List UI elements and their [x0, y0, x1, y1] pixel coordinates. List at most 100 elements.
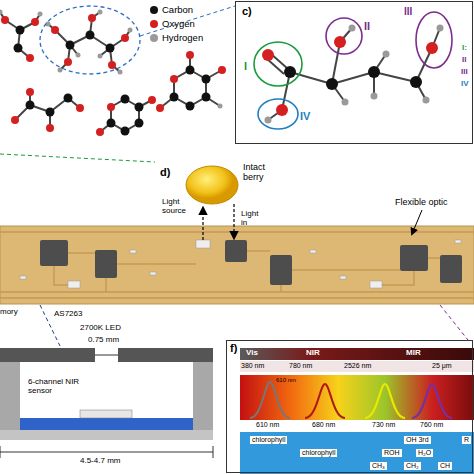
molecule-model: [96, 128, 104, 136]
band-label: NIR: [306, 349, 320, 358]
berry-shape: [185, 165, 239, 205]
light-arrow: [202, 208, 203, 240]
molecule-model: [108, 61, 116, 69]
group-circle: [254, 12, 452, 129]
molecule-model: [51, 26, 59, 34]
peak-label: 760 nm: [420, 421, 443, 429]
assignment-label: OH 3rd: [404, 436, 431, 444]
molecule-model: [202, 93, 211, 102]
assignment-label: CH: [438, 462, 452, 470]
group-numeral: II: [364, 20, 370, 32]
legend-text: Oxygen: [162, 18, 195, 30]
part-label: Light in: [241, 210, 265, 228]
spectrum-chart: [240, 348, 474, 360]
molecule-model: [46, 108, 55, 117]
cross-section: [0, 362, 20, 432]
molecule-model: [170, 93, 179, 102]
pcb-strip: [0, 226, 474, 304]
wavelength-label: 380 nm: [241, 362, 264, 370]
zoom-line: [0, 154, 155, 162]
molecule-model: [332, 72, 374, 84]
assignment-label: H₂O: [416, 449, 433, 457]
cross-section: [0, 348, 213, 458]
group-numeral: III: [404, 6, 412, 17]
assignment-label: chlorophyll: [300, 449, 337, 457]
molecule-model: [38, 12, 43, 17]
molecule-model: [16, 26, 25, 35]
molecule-model: [284, 66, 296, 78]
part-label: mory: [0, 308, 18, 317]
cross-section: [0, 452, 213, 453]
molecule-model: [218, 66, 226, 74]
group-circle: [258, 99, 298, 129]
molecule-model: [76, 53, 81, 58]
molecule-model: [186, 102, 195, 111]
group-numeral: IV: [300, 110, 310, 122]
molecule-model: [106, 44, 115, 53]
assignment-label: R: [462, 436, 471, 444]
pcb-strip: [0, 297, 474, 299]
legend-text: Hydrogen: [162, 32, 203, 44]
assignment-label: CH₃: [370, 462, 387, 470]
panel-box: f): [226, 340, 473, 473]
pcb-strip: [270, 255, 292, 285]
part-label: 6-channel NIR sensor: [28, 378, 88, 396]
group-key: III: [461, 68, 468, 77]
wavelength-label: 25 μm: [432, 362, 452, 370]
pcb-strip: [20, 276, 26, 279]
wavelength-label: 2526 nm: [344, 362, 371, 370]
molecule-model: [423, 97, 430, 104]
pcb-strip: [150, 272, 156, 275]
cross-section: [213, 446, 214, 458]
part-label: AS7263: [54, 310, 82, 319]
molecule-model: [0, 12, 222, 132]
group-key: II: [462, 56, 466, 65]
cross-section: [95, 355, 118, 356]
molecule-model: [58, 68, 63, 73]
molecule-model: [66, 41, 75, 50]
molecule-model: [186, 51, 194, 59]
pcb-strip: [0, 291, 474, 293]
molecule-model: [186, 66, 195, 75]
molecule-model: [148, 96, 156, 104]
pcb-strip: [0, 232, 474, 298]
cross-section: [20, 418, 193, 430]
group-circle: [416, 12, 452, 68]
berry-ellipse: Intact berry: [185, 165, 239, 205]
molecule-model: [76, 104, 84, 112]
molecule-model: [31, 18, 39, 26]
molecule-model: [135, 119, 144, 128]
peak-label: 610 nm: [256, 421, 279, 429]
molecule-model: [383, 51, 390, 58]
peak-label: 610 nm: [276, 377, 296, 384]
pcb-strip: [0, 231, 474, 233]
molecule-model: [107, 119, 116, 128]
molecule-model: [111, 99, 139, 131]
group-circle: [326, 18, 362, 54]
dimension-label: 0.75 mm: [88, 336, 119, 345]
molecule-model: [156, 104, 164, 112]
molecule-model: [118, 70, 123, 75]
spectrum-chart: [240, 361, 474, 372]
molecule-model: [371, 93, 378, 100]
pcb-strip: [225, 240, 247, 262]
cross-section: [80, 410, 132, 418]
molecule-model: [266, 28, 440, 120]
molecule-model: [11, 116, 19, 124]
group-key: IV: [461, 80, 469, 89]
molecule-model: [0, 10, 226, 137]
cross-section: [118, 348, 213, 362]
molecule-model: [326, 78, 338, 90]
molecule-model: [349, 25, 356, 32]
pcb-strip: [20, 240, 461, 288]
pcb-strip: [40, 240, 462, 285]
pcb-strip: [440, 255, 462, 283]
assignment-label: chlorophyll: [250, 436, 287, 444]
spectrum-chart: [240, 348, 474, 474]
assignment-label: CH₂: [404, 462, 421, 470]
molecule-model: [332, 42, 340, 84]
molecule-model: [26, 54, 34, 62]
band-label: MIR: [406, 349, 421, 358]
